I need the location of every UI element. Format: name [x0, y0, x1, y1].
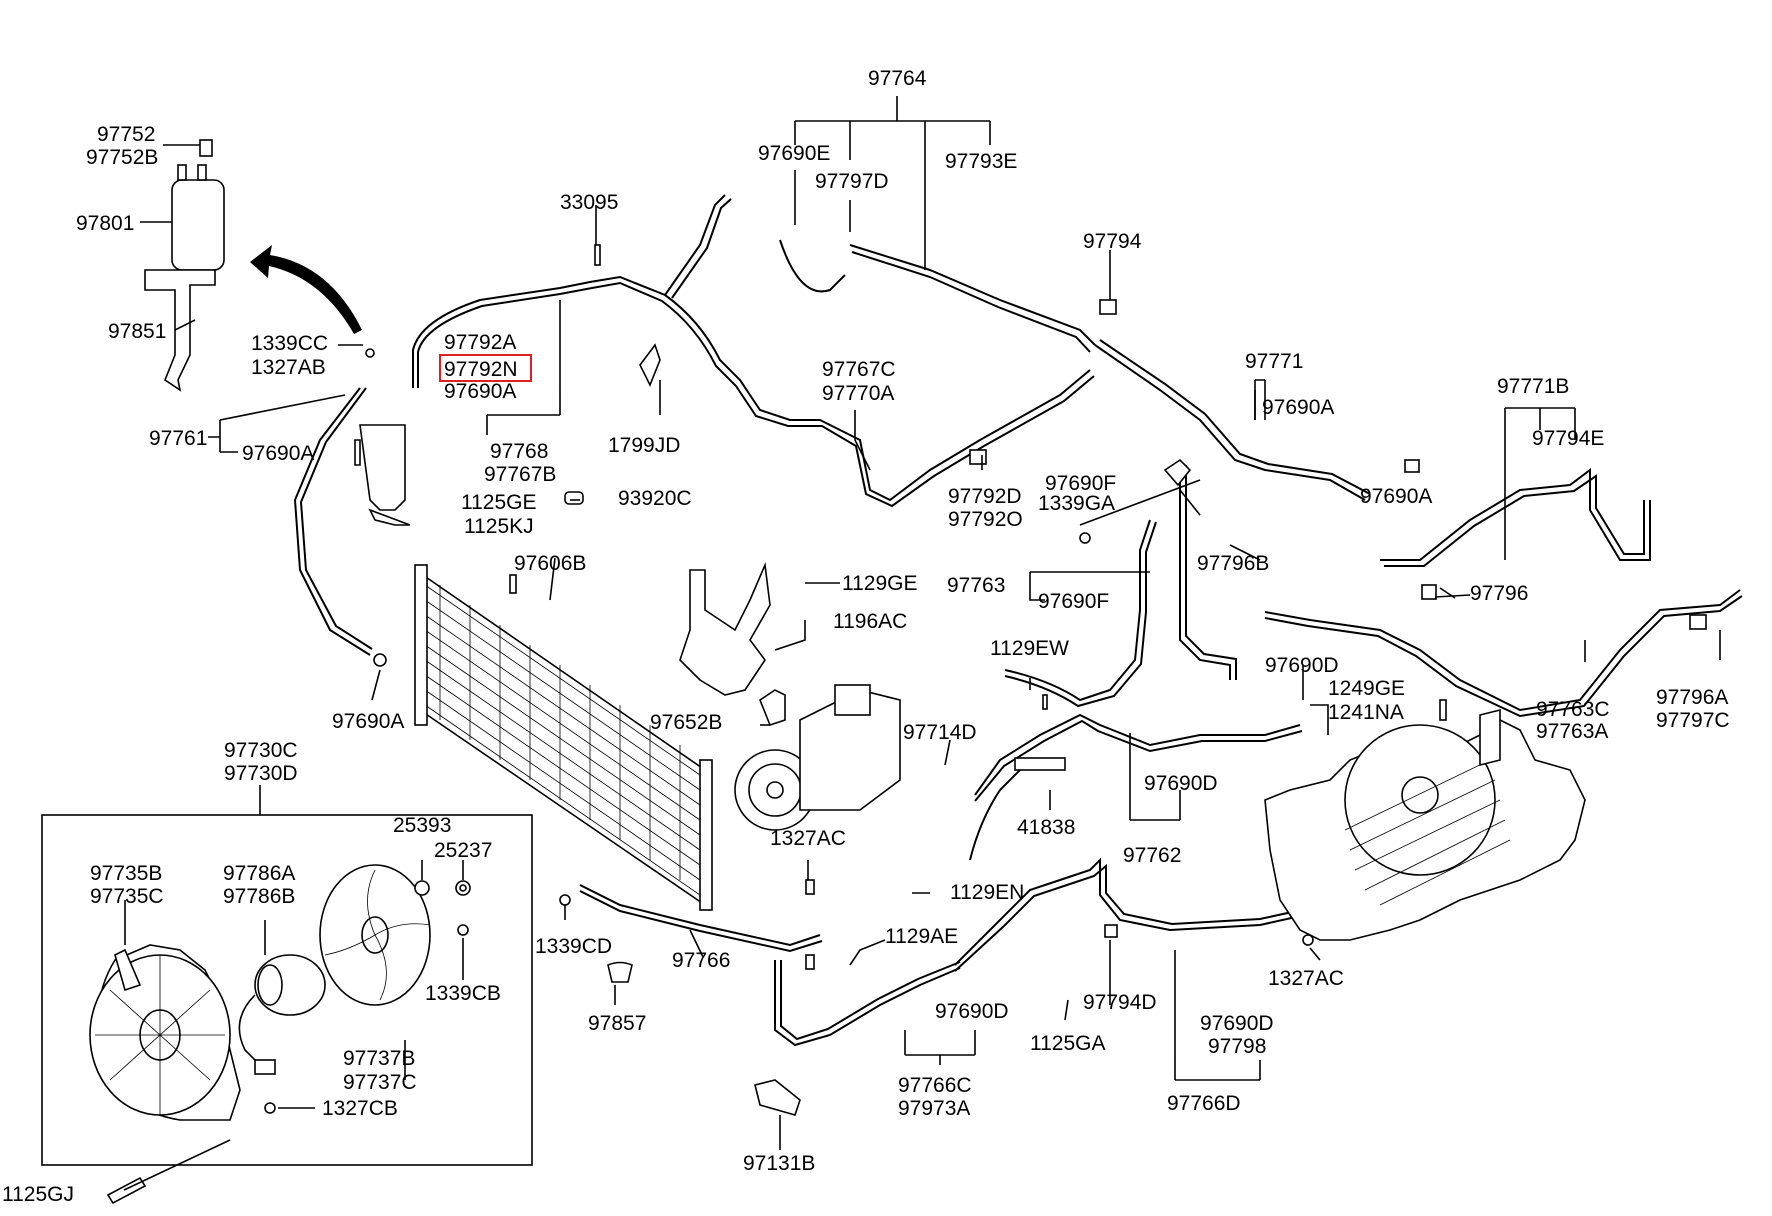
label-97771: 97771	[1245, 350, 1303, 373]
receiver-drier-assembly	[144, 139, 411, 526]
label-1196AC: 1196AC	[833, 610, 907, 633]
label-97801: 97801	[76, 212, 134, 235]
label-97690A-2: 97690A	[242, 442, 314, 465]
label-97766C: 97766C	[898, 1074, 972, 1097]
part-number-labels: 97764 97690E 97797D 97793E 97752 97752B …	[2, 67, 1730, 1206]
label-97766: 97766	[672, 949, 730, 972]
label-1129EW: 1129EW	[990, 637, 1069, 660]
condenser-fan-assembly-box	[41, 814, 533, 1166]
label-97796A: 97796A	[1656, 686, 1728, 709]
label-97768: 97768	[490, 440, 548, 463]
label-97690A-5: 97690A	[332, 710, 404, 733]
label-97792O: 97792O	[948, 508, 1023, 531]
label-1125GA: 1125GA	[1030, 1032, 1106, 1055]
label-97730D: 97730D	[224, 762, 298, 785]
label-97690F-2: 97690F	[1038, 590, 1109, 613]
label-97771B: 97771B	[1497, 375, 1569, 398]
label-1799JD: 1799JD	[608, 434, 680, 457]
label-97770A: 97770A	[822, 382, 894, 405]
label-97798: 97798	[1208, 1035, 1266, 1058]
label-97737C: 97737C	[343, 1071, 417, 1094]
label-97737B: 97737B	[343, 1047, 415, 1070]
label-1339CD: 1339CD	[535, 935, 612, 958]
refrigerant-lines	[293, 194, 1743, 1047]
label-33095: 33095	[560, 191, 618, 214]
label-97794: 97794	[1083, 230, 1142, 253]
compressor	[734, 684, 901, 831]
label-97762: 97762	[1123, 844, 1181, 867]
condenser	[414, 564, 713, 911]
label-97714D: 97714D	[903, 721, 977, 744]
label-97690A-1: 97690A	[444, 380, 516, 403]
leader-lines	[123, 96, 1721, 1191]
label-97786A: 97786A	[223, 862, 295, 885]
label-97857: 97857	[588, 1012, 646, 1035]
label-97690F-1: 97690F	[1045, 472, 1116, 495]
label-1327CB: 1327CB	[322, 1097, 398, 1120]
label-97797D: 97797D	[815, 170, 889, 193]
label-1327AC-2: 1327AC	[1268, 967, 1344, 990]
label-97690D-4: 97690D	[1200, 1012, 1274, 1035]
compressor-bracket	[679, 561, 786, 726]
label-97690E: 97690E	[758, 142, 830, 165]
label-97767C: 97767C	[822, 358, 896, 381]
direction-arrow	[250, 245, 362, 334]
label-97690D-3: 97690D	[935, 1000, 1009, 1023]
label-97973A: 97973A	[898, 1097, 970, 1120]
label-93920C: 93920C	[618, 487, 692, 510]
label-97763: 97763	[947, 574, 1005, 597]
label-97794E: 97794E	[1532, 427, 1604, 450]
label-25237: 25237	[434, 839, 492, 862]
label-97652B: 97652B	[650, 711, 722, 734]
cooling-fan-shroud	[1264, 708, 1586, 941]
label-97796B: 97796B	[1197, 552, 1269, 575]
label-97763C: 97763C	[1536, 698, 1610, 721]
label-97763A: 97763A	[1536, 720, 1608, 743]
label-1339GA: 1339GA	[1038, 492, 1115, 515]
label-97690D-2: 97690D	[1144, 772, 1218, 795]
label-97797C: 97797C	[1656, 709, 1730, 732]
label-1339CC: 1339CC	[251, 332, 328, 355]
label-1241NA: 1241NA	[1328, 701, 1404, 724]
label-1327AC-1: 1327AC	[770, 827, 846, 850]
label-97796: 97796	[1470, 582, 1528, 605]
label-1125GJ: 1125GJ	[2, 1183, 74, 1206]
label-97752: 97752	[97, 123, 155, 146]
label-1129GE: 1129GE	[842, 572, 918, 595]
label-1327AB: 1327AB	[251, 356, 326, 379]
label-1125GE: 1125GE	[461, 491, 537, 514]
label-97851: 97851	[108, 320, 166, 343]
label-97786B: 97786B	[223, 885, 295, 908]
label-97690A-3: 97690A	[1262, 396, 1334, 419]
label-97767B: 97767B	[484, 463, 556, 486]
label-97766D: 97766D	[1167, 1092, 1241, 1115]
label-97690D-1: 97690D	[1265, 654, 1339, 677]
small-fittings	[106, 244, 1707, 1205]
label-97752B: 97752B	[86, 146, 158, 169]
label-97131B: 97131B	[743, 1152, 815, 1175]
label-1129AE: 1129AE	[885, 925, 958, 948]
highlight-box-97792N	[439, 354, 532, 382]
label-25393: 25393	[393, 814, 451, 837]
label-97792D: 97792D	[948, 485, 1022, 508]
label-97792A: 97792A	[444, 331, 516, 354]
label-97793E: 97793E	[945, 150, 1017, 173]
label-1125KJ: 1125KJ	[464, 515, 534, 538]
label-1339CB: 1339CB	[425, 982, 501, 1005]
label-97792N: 97792N	[444, 358, 518, 381]
label-97761: 97761	[149, 427, 207, 450]
label-97690A-4: 97690A	[1360, 485, 1432, 508]
label-1249GE: 1249GE	[1328, 677, 1405, 700]
label-97735C: 97735C	[90, 885, 164, 908]
label-97606B: 97606B	[514, 552, 586, 575]
label-1129EN: 1129EN	[950, 881, 1024, 904]
label-97735B: 97735B	[90, 862, 162, 885]
label-41838: 41838	[1017, 816, 1075, 839]
label-97730C: 97730C	[224, 739, 298, 762]
label-97764: 97764	[868, 67, 927, 90]
label-97794D: 97794D	[1083, 991, 1157, 1014]
